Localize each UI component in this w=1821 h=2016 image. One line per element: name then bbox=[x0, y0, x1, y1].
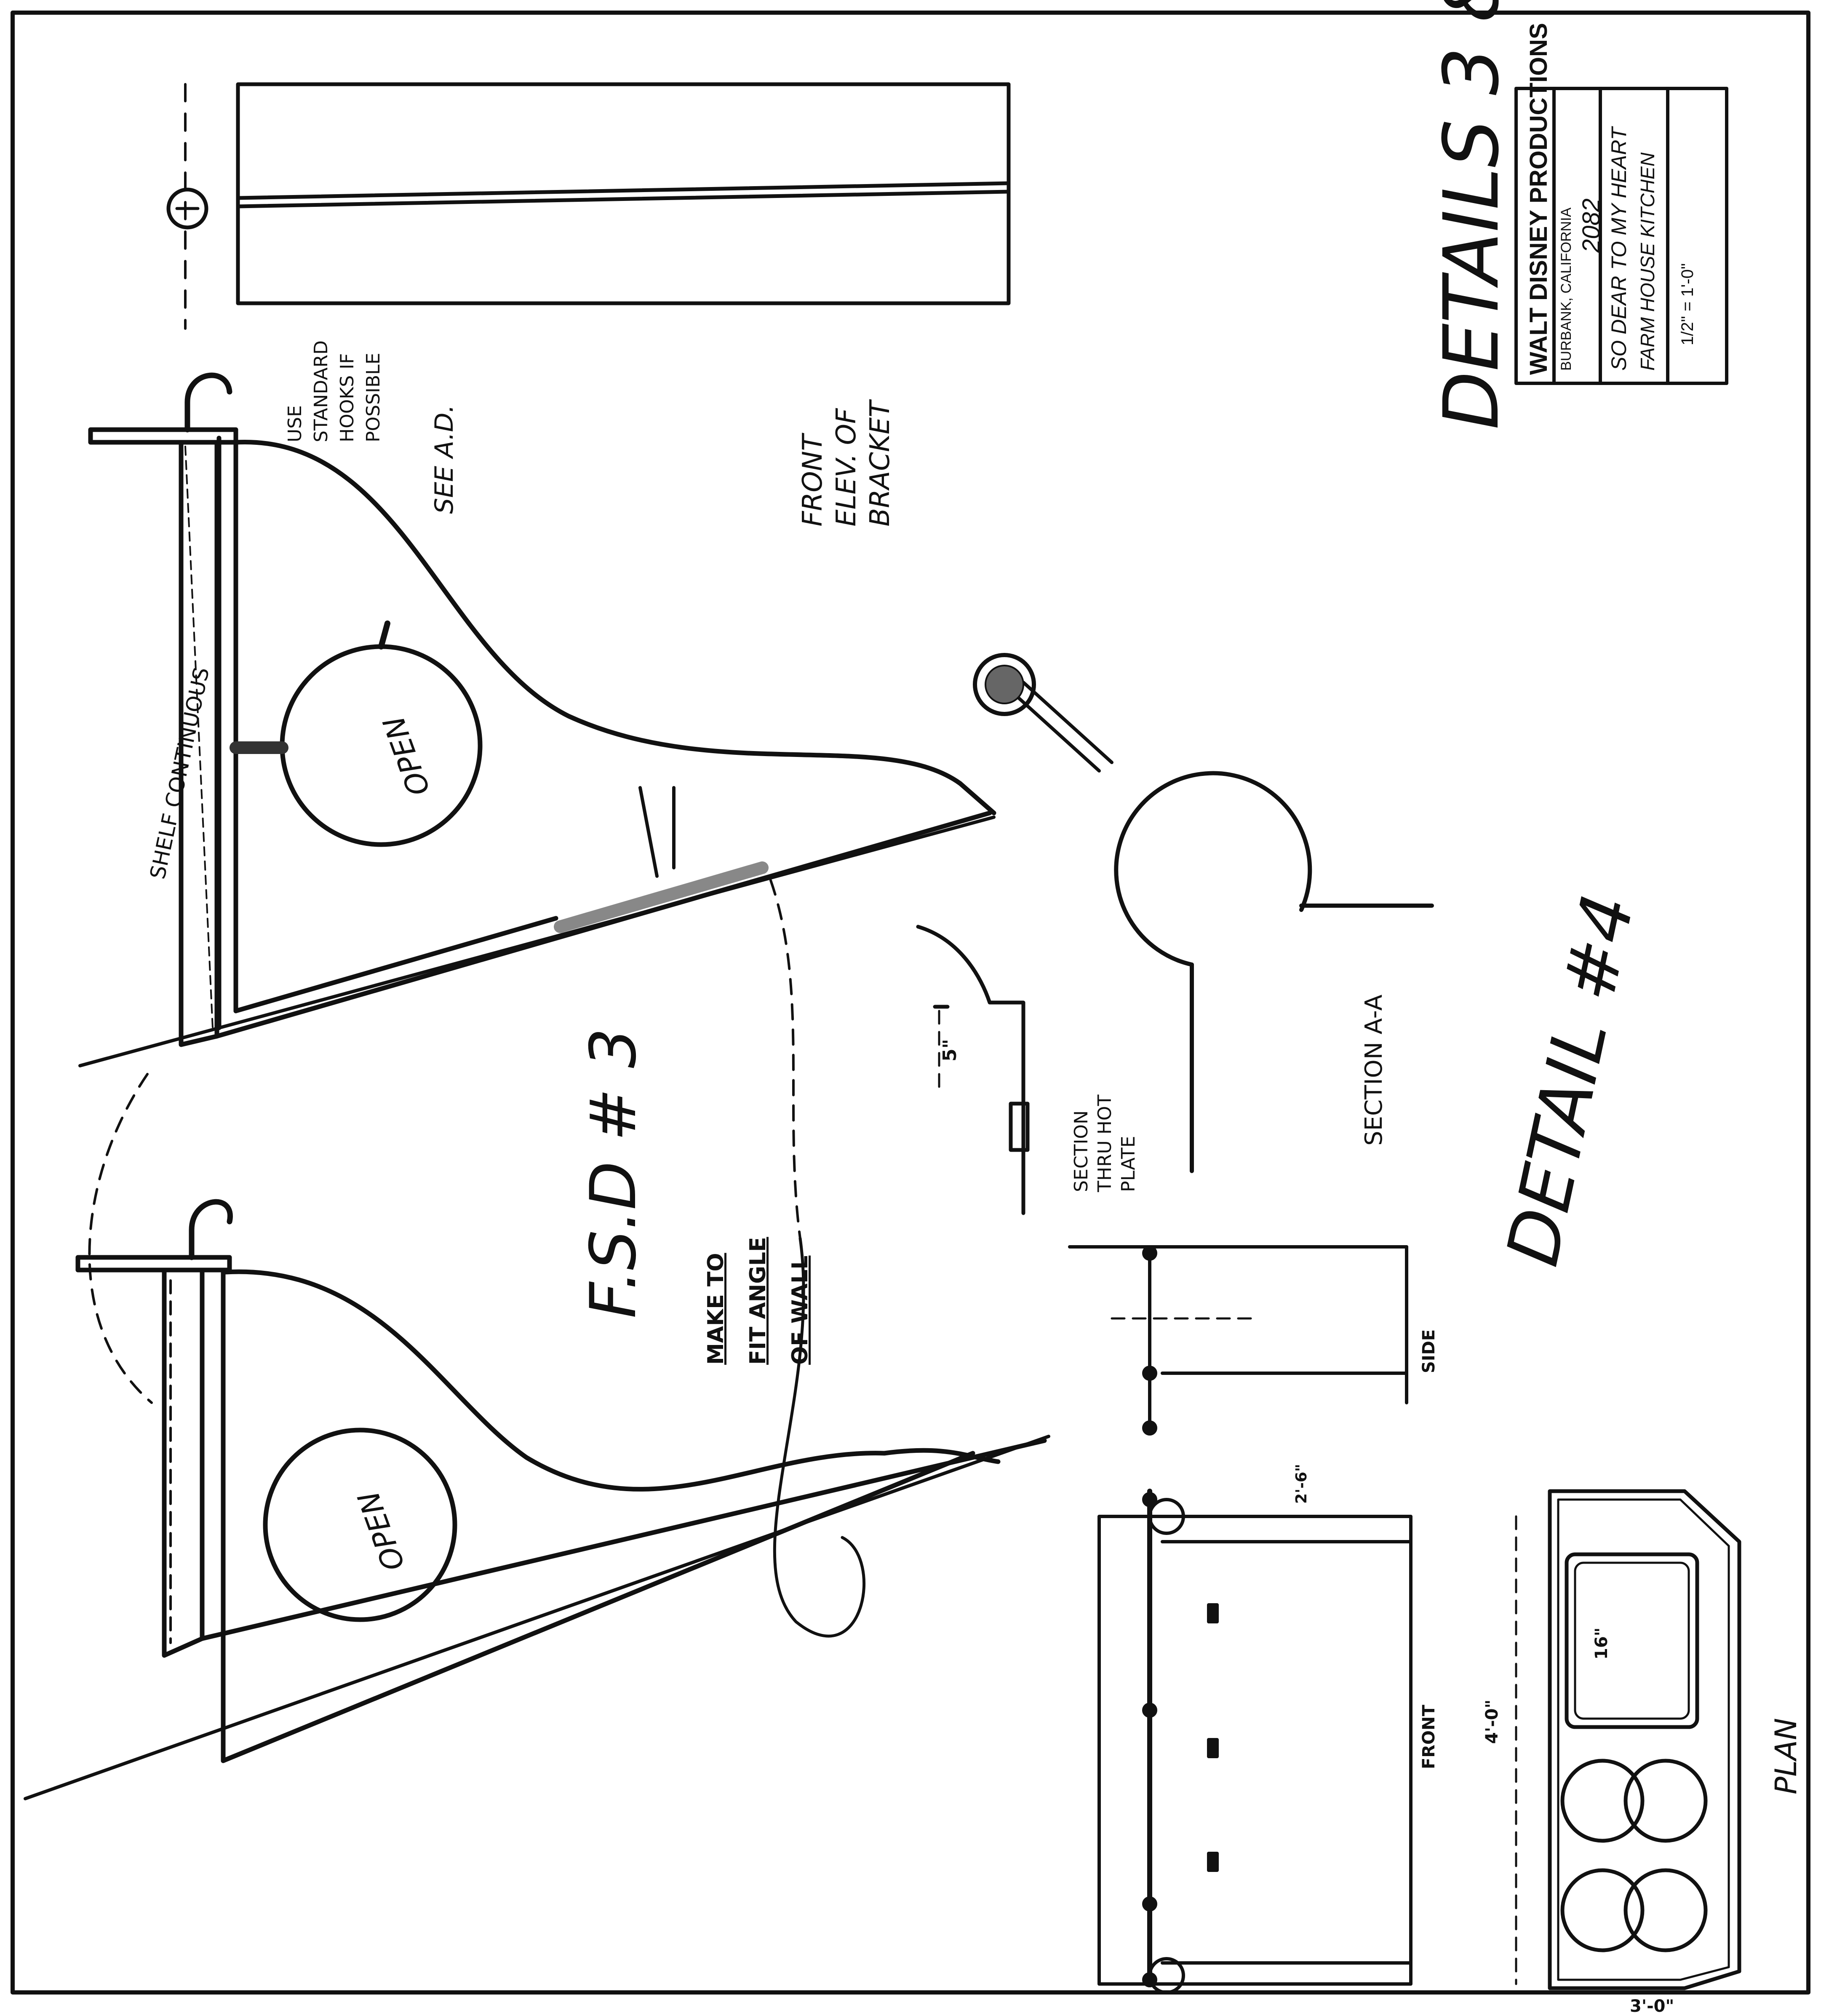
plan-view bbox=[1515, 1489, 1741, 1990]
sheet-title: DETAILS 3 & 4 bbox=[1428, 0, 1516, 430]
section-hot-plate bbox=[916, 925, 1030, 1215]
sheet-border bbox=[11, 11, 1810, 1995]
fit-angle-note: MAKE TO FIT ANGLE OF WALL bbox=[703, 1237, 813, 1365]
title-block-city: BURBANK, CALIFORNIA bbox=[1558, 207, 1574, 371]
title-block-title: SO DEAR TO MY HEART bbox=[1607, 127, 1631, 371]
title-block-frame bbox=[1514, 87, 1728, 385]
front-view bbox=[1097, 1489, 1412, 1994]
side-view bbox=[1068, 1245, 1408, 1436]
section-aa bbox=[973, 653, 1434, 1173]
dim-2-6: 2'-6" bbox=[1293, 1464, 1310, 1504]
dim-5-inch: 5" bbox=[939, 1039, 961, 1061]
dim-16: 16" bbox=[1592, 1627, 1611, 1660]
plan-view-label: PLAN bbox=[1769, 1718, 1803, 1794]
detail3-title: F.S.D # 3 bbox=[577, 1028, 650, 1318]
side-view-label: SIDE bbox=[1419, 1329, 1439, 1373]
bracket-upper bbox=[78, 372, 996, 1067]
hook-note: USE STANDARD HOOKS IF POSSIBLE bbox=[284, 340, 384, 442]
bracket-lower bbox=[24, 879, 1050, 1800]
title-block-company: WALT DISNEY PRODUCTIONS bbox=[1525, 23, 1552, 375]
front-elev-label: FRONT ELEV. OF BRACKET bbox=[797, 401, 896, 527]
section-aa-label: SECTION A-A bbox=[1360, 995, 1388, 1146]
title-block-prod-no: 2082 bbox=[1578, 198, 1605, 253]
dim-4-0: 4'-0" bbox=[1482, 1699, 1502, 1744]
front-view-label: FRONT bbox=[1419, 1705, 1439, 1769]
dim-3-0: 3'-0" bbox=[1630, 1997, 1674, 2016]
title-block-scale: 1/2" = 1'-0" bbox=[1678, 263, 1697, 345]
title-block-set: FARM HOUSE KITCHEN bbox=[1637, 152, 1658, 371]
section-hot-plate-label: SECTION THRU HOT PLATE bbox=[1071, 1094, 1139, 1192]
front-elevation-bracket bbox=[166, 82, 1011, 330]
see-ad-note: SEE A.D. bbox=[430, 404, 459, 514]
